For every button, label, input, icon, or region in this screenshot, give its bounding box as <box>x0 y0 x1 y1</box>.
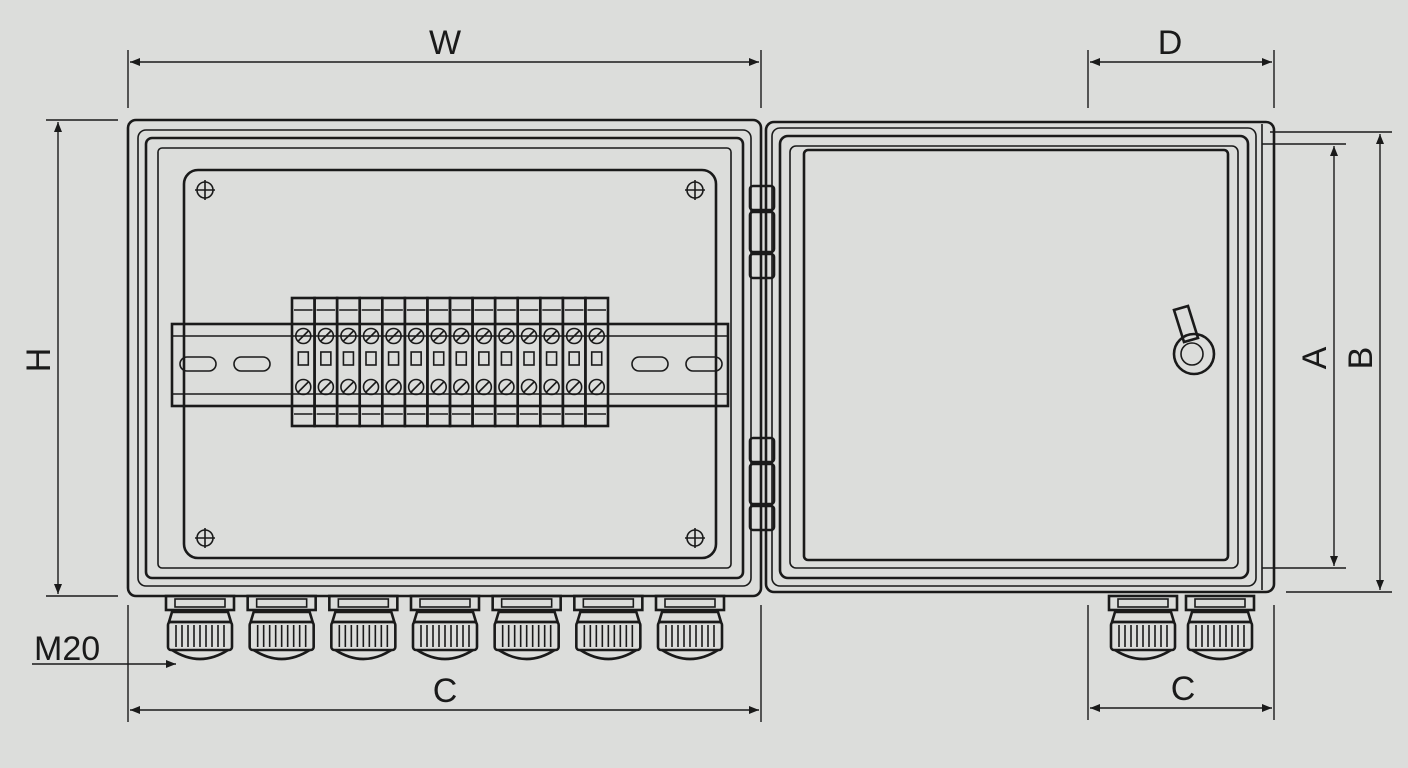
cable-gland-icon <box>246 594 317 661</box>
bottom-cable-glands <box>164 594 726 661</box>
door-hinge <box>748 180 776 540</box>
cable-gland-icon <box>654 594 726 661</box>
cable-gland-icon <box>164 594 236 661</box>
cable-gland-icon <box>409 594 481 661</box>
depth-label: D <box>1158 24 1183 62</box>
width-label: W <box>429 24 461 62</box>
mounting-plate <box>182 168 718 560</box>
mounting-screw-icon <box>195 528 215 548</box>
dimension-lines <box>32 50 1392 722</box>
dimension-labels: W D H A B C C M20 <box>20 24 1380 710</box>
side-cable-glands <box>1107 594 1256 661</box>
terminal <box>403 296 429 428</box>
gland-pitch-front-label: C <box>433 672 458 710</box>
cable-gland-icon <box>573 594 644 661</box>
dim-a-label: A <box>1296 346 1334 369</box>
cable-gland-icon <box>1184 594 1256 661</box>
cable-gland-icon <box>328 594 399 661</box>
mounting-screw-icon <box>195 180 215 200</box>
gland-pitch-side-label: C <box>1171 670 1196 708</box>
cable-gland-icon <box>491 594 562 661</box>
dim-b-label: B <box>1342 347 1380 370</box>
mounting-screw-icon <box>685 180 705 200</box>
height-label: H <box>20 348 58 373</box>
enclosure-door <box>764 120 1276 594</box>
door-lock-icon <box>1172 304 1216 376</box>
mounting-screw-icon <box>685 528 705 548</box>
terminal-block <box>290 296 610 428</box>
cable-gland-icon <box>1107 594 1179 661</box>
terminal <box>584 296 610 428</box>
gland-size-label: M20 <box>34 630 100 668</box>
